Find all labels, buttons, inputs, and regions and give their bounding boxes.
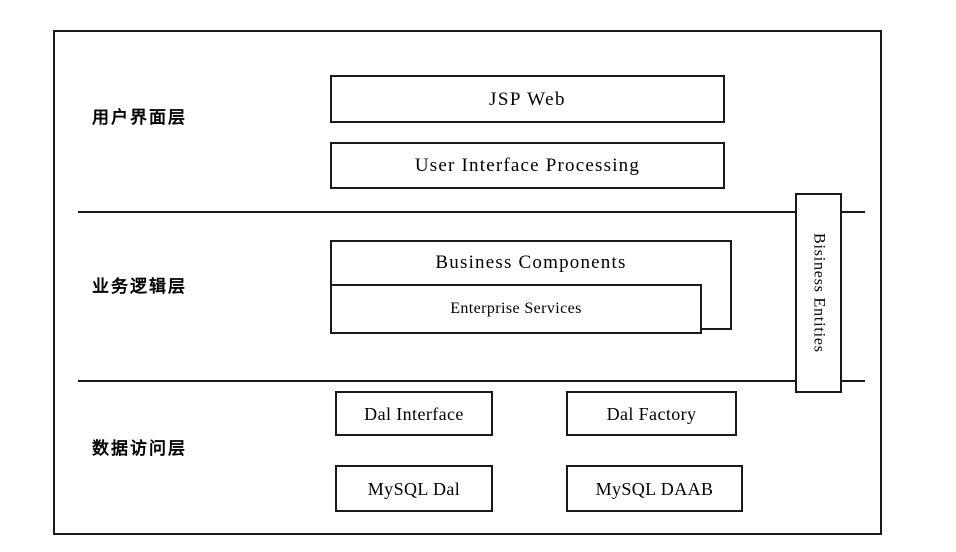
component-box-dal-interface[interactable]: Dal Interface — [335, 391, 493, 436]
diagram-outer-frame — [53, 30, 882, 535]
component-label-mysql-daab: MySQL DAAB — [595, 478, 714, 499]
component-box-dal-factory[interactable]: Dal Factory — [566, 391, 737, 436]
layer-divider-presentation-business — [78, 211, 865, 213]
component-box-user-interface-processing[interactable]: User Interface Processing — [330, 142, 725, 189]
component-label-jsp-web: JSP Web — [488, 88, 567, 110]
component-box-mysql-dal[interactable]: MySQL Dal — [335, 465, 493, 512]
component-label-business-entities: Bisiness Entities — [810, 233, 828, 353]
component-label-business-components: Business Components — [435, 252, 627, 273]
component-box-jsp-web[interactable]: JSP Web — [330, 75, 725, 123]
layer-label-presentation: 用户界面层 — [92, 108, 187, 128]
component-label-user-interface-processing: User Interface Processing — [414, 155, 641, 176]
layer-label-data-access: 数据访问层 — [92, 439, 187, 459]
component-label-enterprise-services: Enterprise Services — [450, 300, 582, 317]
layer-label-business: 业务逻辑层 — [92, 277, 187, 297]
component-label-mysql-dal: MySQL Dal — [367, 478, 461, 499]
layer-divider-business-data — [78, 380, 865, 382]
component-box-mysql-daab[interactable]: MySQL DAAB — [566, 465, 743, 512]
component-box-business-entities[interactable]: Bisiness Entities — [795, 193, 842, 393]
component-label-dal-factory: Dal Factory — [606, 403, 697, 424]
component-label-dal-interface: Dal Interface — [364, 403, 464, 424]
component-box-business-components[interactable]: Business Components Enterprise Services — [330, 240, 732, 334]
component-box-enterprise-services[interactable]: Enterprise Services — [330, 284, 702, 334]
